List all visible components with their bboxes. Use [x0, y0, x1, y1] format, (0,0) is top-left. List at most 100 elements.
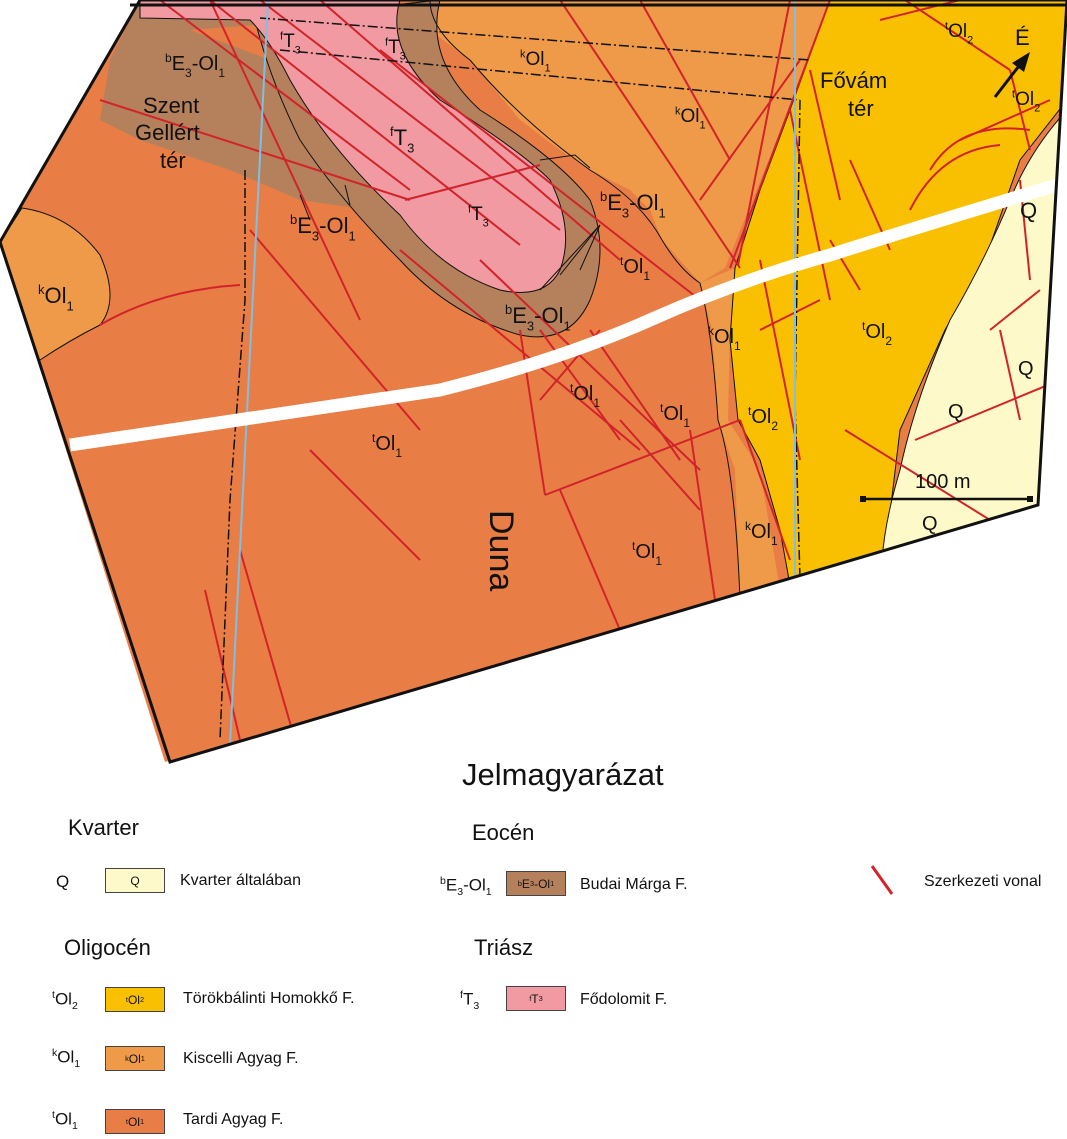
legend-symbol-tol2: tOl2	[52, 989, 78, 1013]
boundary-line	[429, 0, 701, 284]
unit-label: tOl1	[570, 381, 600, 410]
fault-line	[559, 0, 741, 269]
fault-line	[929, 127, 1031, 171]
label-ter-2: tér	[848, 96, 874, 121]
fault-line	[789, 109, 831, 301]
fault-line	[544, 419, 741, 496]
fault-line	[259, 0, 561, 231]
legend-title: Jelmagyarázat	[462, 757, 664, 792]
fault-line	[209, 0, 521, 246]
dashdot-line	[279, 49, 801, 101]
legend-label-tol1: Tardi Agyag F.	[183, 1111, 284, 1128]
section-eocen: Eocén	[472, 820, 535, 845]
fault-line	[914, 379, 1061, 441]
fault-line	[904, 0, 1011, 71]
fault-line	[699, 59, 801, 201]
structural-line-icon	[870, 865, 894, 895]
legend-swatch-q: Q	[105, 868, 165, 893]
fault-line	[99, 284, 241, 326]
unit-label: Q	[948, 401, 964, 423]
section-triasz: Triász	[474, 935, 534, 960]
label-duna: Duna	[482, 510, 520, 591]
north-arrow-icon	[993, 52, 1030, 98]
unit-label: tOl2	[1012, 88, 1040, 114]
fault-line	[809, 69, 841, 201]
fault-line	[309, 449, 421, 561]
unit-label: fT3	[390, 124, 414, 156]
unit-label: fT3	[385, 36, 406, 62]
unit-label: tOl1	[660, 401, 690, 430]
legend-symbol-kol1: kOl1	[52, 1047, 81, 1071]
dashdot-line	[259, 17, 811, 61]
fault-line	[519, 329, 546, 496]
unit-label: bE3-Ol1	[290, 212, 356, 244]
unit-label: kOl1	[708, 324, 741, 353]
dashdot-line	[219, 170, 246, 741]
section-oligocen: Oligocén	[64, 935, 151, 960]
legend-label-ft3: Fődolomit F.	[580, 991, 668, 1008]
scale-label: 100 m	[915, 471, 971, 493]
leader-lines	[299, 154, 601, 291]
fault-line	[404, 164, 541, 201]
fault-line	[539, 329, 621, 441]
fault-line	[209, 0, 361, 321]
legend-symbol-tol1: tOl1	[52, 1109, 78, 1133]
unit-label: tOl2	[945, 20, 973, 46]
unit-label: tOl2	[862, 319, 892, 348]
unit-label: tOl2	[748, 404, 778, 433]
fault-line	[159, 0, 411, 191]
unit-label: kOl1	[675, 105, 706, 131]
fault-line	[844, 429, 991, 521]
unit-area-kol1-north	[430, 0, 830, 283]
unit-label: tOl1	[632, 539, 662, 568]
blue-line	[229, 0, 269, 746]
unit-label: Q	[1018, 358, 1034, 380]
dashdot-lines	[219, 17, 811, 741]
geologic-map: Szent Gellért tér Fővám tér Duna É 100 m…	[0, 0, 1067, 764]
unit-label: tOl1	[372, 431, 402, 460]
unit-area-q	[881, 108, 1067, 561]
unit-label: kOl1	[745, 519, 778, 548]
fault-line	[639, 0, 731, 161]
boundary-line	[699, 282, 741, 601]
dashdot-line	[794, 99, 801, 581]
fault-lines	[99, 0, 1061, 741]
legend-symbol-ft3: fT3	[460, 989, 480, 1013]
fault-line	[239, 549, 296, 741]
legend-label-be3: Budai Márga F.	[580, 876, 688, 893]
unit-label: bE3-Ol1	[165, 51, 225, 80]
legend-symbol-q: Q	[56, 872, 70, 891]
fault-line	[909, 144, 1001, 211]
unit-label: fT3	[468, 203, 489, 229]
section-kvarter: Kvarter	[68, 815, 139, 840]
label-szent: Szent	[143, 93, 199, 118]
label-fovam: Fővám	[820, 68, 887, 93]
unit-label: bE3-Ol1	[505, 302, 571, 334]
road	[69, 175, 1067, 452]
legend-label-kol1: Kiscelli Agyag F.	[183, 1050, 299, 1067]
fault-line	[399, 249, 641, 451]
unit-label: kOl1	[38, 282, 74, 314]
unit-label: Q	[1020, 198, 1037, 223]
fault-line	[729, 0, 831, 269]
fault-line	[739, 419, 791, 561]
legend-label-structural: Szerkezeti vonal	[924, 873, 1042, 890]
unit-label: Q	[922, 513, 938, 535]
fault-line	[999, 329, 1021, 421]
fault-line	[759, 259, 801, 461]
unit-area-kol1-strip	[700, 268, 780, 600]
legend-label-q: Kvarter általában	[180, 872, 301, 889]
fault-line	[319, 0, 621, 261]
unit-label: bE3-Ol1	[600, 189, 666, 221]
fault-line	[619, 419, 701, 511]
fault-line	[759, 299, 821, 331]
fault-line	[589, 329, 681, 461]
fault-line	[379, 49, 701, 301]
fault-line	[689, 429, 716, 601]
scale-bar	[860, 496, 1033, 502]
